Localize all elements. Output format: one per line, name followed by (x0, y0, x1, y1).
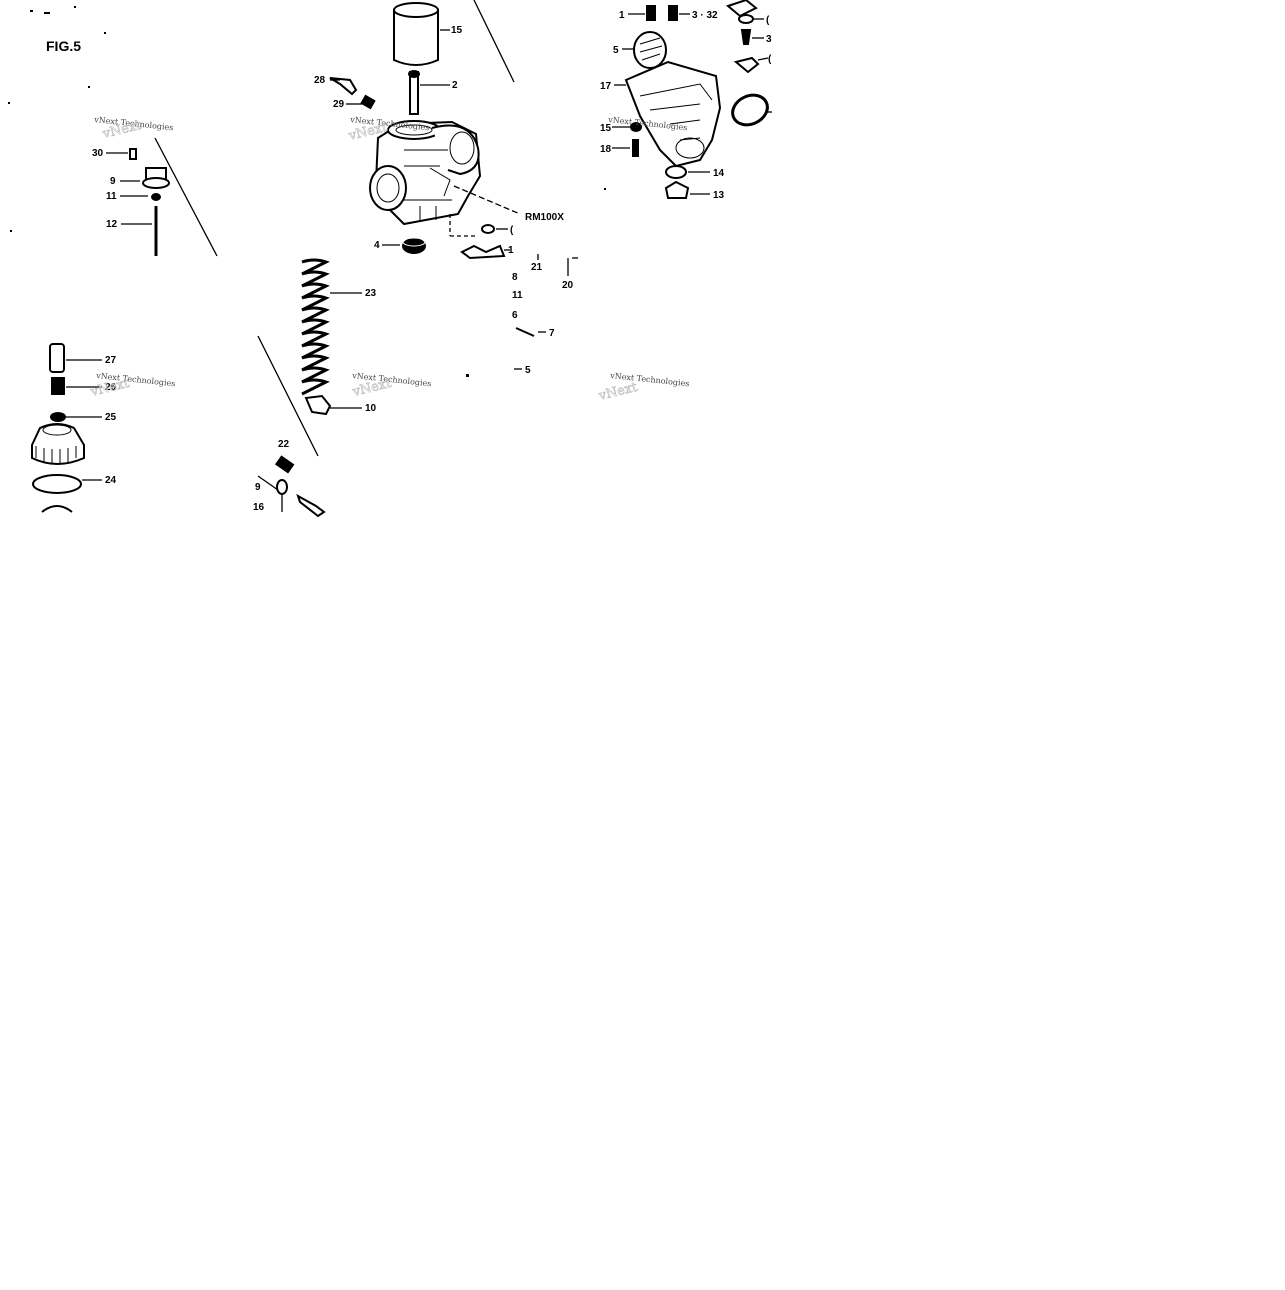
callout-27: 27 (105, 355, 117, 366)
callout-30: 30 (92, 148, 104, 159)
model-code: RM100X (525, 212, 564, 223)
callout-23: 23 (365, 288, 377, 299)
callout-10: 10 (365, 403, 377, 414)
callout-20: 20 (562, 280, 574, 291)
throttle-slide-group (329, 0, 515, 115)
callout-edge-d: 3 (766, 34, 772, 45)
callout-edge-e: ( (768, 54, 772, 65)
carb-top-group (31, 343, 102, 513)
callout-5-lower: 5 (525, 365, 531, 376)
callout-29: 29 (333, 99, 345, 110)
callout-11: 11 (106, 191, 117, 202)
callout-15-slide: 15 (451, 25, 463, 36)
callout-26: 26 (105, 382, 117, 393)
watermark-logo-4: vNext (88, 376, 131, 400)
scan-noise (8, 6, 606, 377)
edge-parts-center (460, 224, 510, 260)
throttle-spring-group (257, 258, 362, 518)
callout-2: 2 (452, 80, 458, 91)
callout-13: 13 (713, 190, 725, 201)
callout-24: 24 (105, 475, 117, 486)
callout-5: 5 (613, 45, 619, 56)
callout-8: 8 (512, 272, 518, 283)
callout-12: 12 (106, 219, 118, 230)
callout-1: 1 (619, 10, 625, 21)
callout-4: 4 (374, 240, 380, 251)
callout-edge-c: ( (766, 15, 770, 26)
carburetor-body (369, 120, 521, 237)
small-parts-group (514, 254, 578, 370)
callout-edge-a: ( (510, 225, 514, 236)
watermark-logo-6: vNext (596, 380, 639, 404)
callout-3-32: 3 · 32 (692, 10, 718, 21)
callout-edge-b: 1 (508, 245, 514, 256)
callout-11-lower: 11 (512, 290, 523, 301)
callout-25: 25 (105, 412, 117, 423)
callout-14: 14 (713, 168, 725, 179)
jet-needle-group (106, 137, 218, 257)
callout-18: 18 (600, 144, 612, 155)
callout-17: 17 (600, 81, 612, 92)
callout-6: 6 (512, 310, 518, 321)
callout-15: 15 (600, 123, 612, 134)
figure-title: FIG.5 (46, 38, 81, 54)
float-bowl-plug-4 (382, 237, 426, 254)
callout-22: 22 (278, 439, 290, 450)
callout-28: 28 (314, 75, 326, 86)
float-chamber-group (612, 0, 772, 199)
callout-21: 21 (531, 262, 543, 273)
callout-9-lower: 9 (255, 482, 261, 493)
callout-7: 7 (549, 328, 555, 339)
callout-9: 9 (110, 176, 116, 187)
callout-16: 16 (253, 502, 265, 513)
